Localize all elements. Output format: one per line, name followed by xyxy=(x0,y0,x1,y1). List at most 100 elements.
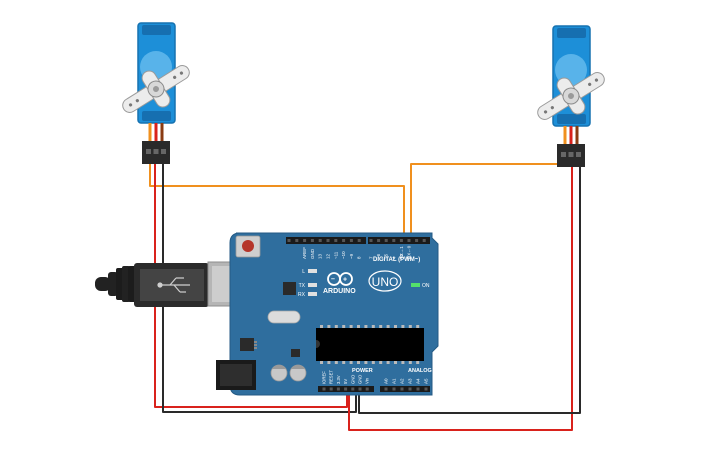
ic-pin xyxy=(401,361,405,364)
digital-pin-label: ~11 xyxy=(333,251,338,259)
analog-label: ANALOG IN xyxy=(408,368,439,374)
led-label-tx: TX xyxy=(299,283,306,289)
header-hole[interactable] xyxy=(377,239,381,242)
header-hole[interactable] xyxy=(329,387,333,391)
power-pin-label: Vin xyxy=(365,377,370,384)
ic-pin xyxy=(364,361,368,364)
header-hole[interactable] xyxy=(407,239,411,242)
power-pin-label: GND xyxy=(358,375,363,384)
header-hole[interactable] xyxy=(336,387,340,391)
capacitor xyxy=(289,364,307,382)
wire-right-ground[interactable] xyxy=(358,164,581,414)
on-label: ON xyxy=(422,283,430,289)
ic-pin xyxy=(408,361,412,364)
led-label-rx: RX xyxy=(298,292,306,298)
servo-mount-bottom xyxy=(142,111,171,121)
header-hole[interactable] xyxy=(334,239,338,242)
header-hole[interactable] xyxy=(322,387,326,391)
header-hole[interactable] xyxy=(422,239,426,242)
servo-horn xyxy=(122,65,190,113)
digital-pin-label: 2 xyxy=(407,256,412,259)
power-label: POWER xyxy=(352,368,373,374)
header-hole[interactable] xyxy=(392,239,396,242)
header-hole[interactable] xyxy=(358,387,362,391)
usb-strain-relief xyxy=(95,277,111,291)
arduino-logo: – + ARDUINO UNO xyxy=(323,270,402,295)
power-led xyxy=(411,283,420,287)
ic-pin xyxy=(371,361,375,364)
svg-text:–: – xyxy=(331,276,335,283)
ic-pin xyxy=(394,325,397,328)
ic-pin xyxy=(364,325,368,328)
servo-horn xyxy=(537,72,605,120)
header-hole[interactable] xyxy=(424,387,428,391)
servo-mount-bottom xyxy=(557,114,586,124)
digital-pin-label: 8 xyxy=(357,256,362,259)
header-hole[interactable] xyxy=(365,387,369,391)
crystal-oscillator xyxy=(267,310,301,324)
analog-pin-label: A2 xyxy=(400,378,405,384)
ic-pin xyxy=(327,361,331,364)
header-hole[interactable] xyxy=(415,239,419,242)
power-pin-label: 5V xyxy=(343,379,348,384)
digital-pin-label: ~3 xyxy=(399,253,404,259)
header-hole[interactable] xyxy=(399,239,403,242)
digital-pin-label: TX→1 xyxy=(399,246,404,259)
ic-pin xyxy=(371,325,375,328)
analog-pin-label: A1 xyxy=(392,378,397,384)
header-hole[interactable] xyxy=(318,239,322,242)
ic-pin xyxy=(334,361,338,364)
digital-pin-label: RX←0 xyxy=(407,245,412,259)
header-hole[interactable] xyxy=(326,239,330,242)
analog-pin-label: A5 xyxy=(424,378,429,384)
wire-left-signal[interactable] xyxy=(149,164,405,244)
header-hole[interactable] xyxy=(384,387,388,391)
header-hole[interactable] xyxy=(310,239,314,242)
ic-pin xyxy=(357,325,360,328)
dc-power-jack[interactable] xyxy=(216,360,256,390)
ic-pin xyxy=(401,325,405,328)
capacitor xyxy=(270,364,288,382)
ic-pin xyxy=(408,325,412,328)
digital-pin-label: ~6 xyxy=(376,253,381,259)
servo-mount-top xyxy=(557,28,586,38)
header-hole[interactable] xyxy=(351,387,355,391)
wire-right-signal[interactable] xyxy=(410,163,558,244)
header-hole[interactable] xyxy=(392,387,396,391)
led-label-l: L xyxy=(302,269,305,275)
reset-button[interactable] xyxy=(235,235,261,258)
ic-pin xyxy=(386,325,390,328)
wire-right-power[interactable] xyxy=(348,164,573,431)
digital-label: DIGITAL (PWM~) xyxy=(373,257,420,263)
header-hole[interactable] xyxy=(416,387,420,391)
header-hole[interactable] xyxy=(384,239,388,242)
header-hole[interactable] xyxy=(400,387,404,391)
header-hole[interactable] xyxy=(342,239,346,242)
small-chip xyxy=(291,349,300,357)
digital-pin-label: GND xyxy=(310,248,315,259)
power-pin-label: 3.3V xyxy=(336,375,341,384)
header-hole[interactable] xyxy=(408,387,412,391)
digital-pin-label: 4 xyxy=(391,256,396,259)
ic-pin xyxy=(357,361,360,364)
digital-pin-label: ~10 xyxy=(341,251,346,259)
header-hole[interactable] xyxy=(344,387,348,391)
header-hole[interactable] xyxy=(369,239,373,242)
header-hole[interactable] xyxy=(357,239,361,242)
power-pin-label: GND xyxy=(350,375,355,384)
digital-pin-label: 12 xyxy=(326,253,331,259)
header-hole[interactable] xyxy=(349,239,353,242)
servo-left[interactable] xyxy=(113,22,199,164)
header-hole[interactable] xyxy=(287,239,291,242)
ic-pin xyxy=(334,325,338,328)
header-hole[interactable] xyxy=(295,239,299,242)
header-hole[interactable] xyxy=(303,239,307,242)
digital-pin-label: ~5 xyxy=(384,253,389,259)
servo-right[interactable] xyxy=(528,25,614,167)
digital-pin-label: AREF xyxy=(302,247,307,259)
digital-pin-label: 13 xyxy=(318,253,323,259)
